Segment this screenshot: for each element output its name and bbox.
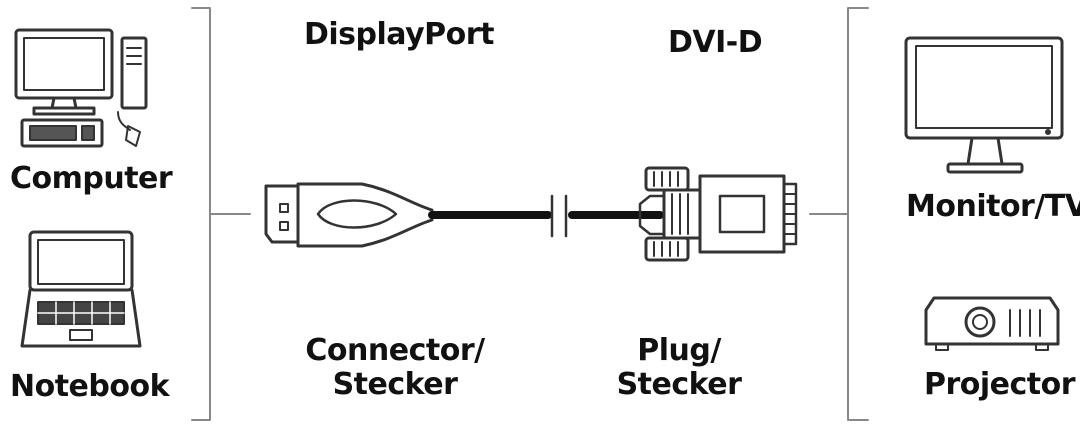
projector-label: Projector xyxy=(924,367,1076,402)
destination-bracket xyxy=(809,7,869,421)
plug-type-label: Plug/ Stecker xyxy=(604,334,754,402)
displayport-label: DisplayPort xyxy=(304,17,494,52)
source-bracket xyxy=(191,7,251,421)
plug-type-line1: Plug/ xyxy=(637,333,721,368)
notebook-icon xyxy=(20,230,142,348)
notebook-label: Notebook xyxy=(10,369,170,404)
computer-icon xyxy=(14,28,148,148)
computer-label: Computer xyxy=(10,161,173,196)
dvi-plug-icon xyxy=(638,166,798,262)
monitor-icon xyxy=(904,36,1064,174)
displayport-connector-icon xyxy=(264,182,434,248)
plug-type-line2: Stecker xyxy=(616,367,742,402)
projector-icon xyxy=(924,296,1060,351)
monitor-tv-label: Monitor/TV xyxy=(906,189,1080,224)
connector-type-line2: Stecker xyxy=(332,367,458,402)
dvi-d-label: DVI-D xyxy=(668,25,763,60)
cable-icon xyxy=(428,194,664,238)
connector-type-label: Connector/ Stecker xyxy=(300,334,490,402)
connector-type-line1: Connector/ xyxy=(305,333,485,368)
